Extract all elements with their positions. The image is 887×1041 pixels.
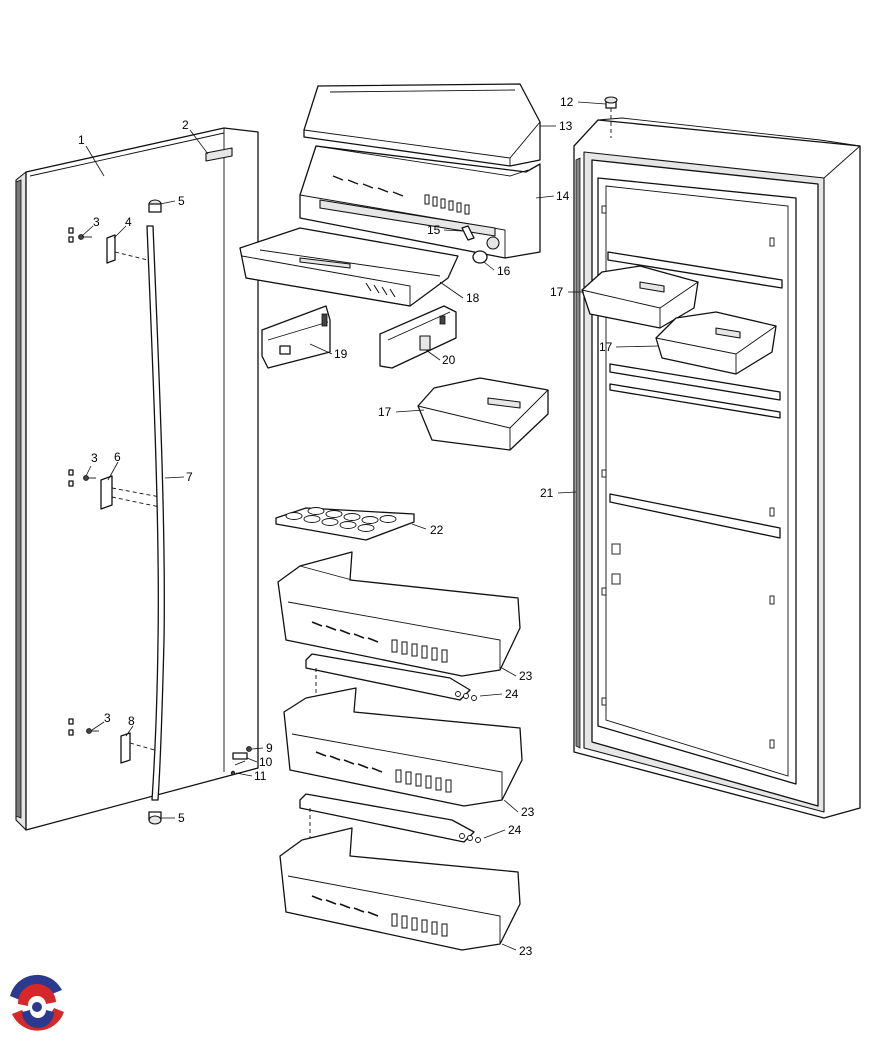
brand-logo (6, 974, 66, 1036)
callout-20: 20 (442, 353, 456, 367)
callout-labels: 1 2 3 4 5 3 6 7 3 8 5 9 10 11 12 13 14 1… (78, 95, 613, 958)
callout-15: 15 (427, 223, 441, 237)
callout-1: 1 (78, 133, 85, 147)
screw-part-3c (86, 728, 99, 734)
callout-16: 16 (497, 264, 511, 278)
callout-9: 9 (266, 741, 273, 755)
tray-part-18 (239, 227, 459, 307)
callout-14: 14 (556, 189, 570, 203)
callout-5-top: 5 (178, 194, 185, 208)
callout-12: 12 (560, 95, 574, 109)
callout-23-bottom: 23 (519, 944, 533, 958)
callout-19: 19 (334, 347, 348, 361)
callout-22: 22 (430, 523, 444, 537)
end-cap-top-part-5 (148, 199, 162, 213)
callout-3-middle: 3 (91, 451, 98, 465)
door-bin-part-23-middle (283, 687, 523, 807)
callout-4: 4 (125, 215, 132, 229)
callout-24-top: 24 (505, 687, 519, 701)
door-liner-part-21 (573, 117, 861, 819)
callout-7: 7 (186, 470, 193, 484)
shelf-bin-part-17-center (417, 377, 549, 451)
callout-18: 18 (466, 291, 480, 305)
callout-11: 11 (254, 769, 267, 783)
callout-3-top: 3 (93, 215, 100, 229)
shelf-bin-part-17-upper-right (581, 265, 699, 329)
callout-17-center: 17 (378, 405, 392, 419)
callout-10: 10 (259, 755, 273, 769)
hinge-parts-9-10-11 (230, 746, 252, 776)
knob-part-16 (472, 250, 488, 264)
callout-3-bottom: 3 (104, 711, 111, 725)
bracket-part-6 (100, 475, 113, 510)
freezer-box-part-14 (299, 145, 541, 259)
egg-tray-part-22 (275, 507, 415, 541)
callout-5-bottom: 5 (178, 811, 185, 825)
shelf-bin-part-17-lower-right (655, 311, 777, 375)
callout-17-upper-right: 17 (550, 285, 564, 299)
bracket-part-20 (379, 305, 457, 369)
callout-8: 8 (128, 714, 135, 728)
bracket-part-19 (261, 305, 331, 369)
callout-6: 6 (114, 450, 121, 464)
bin-rail-part-24-bottom (299, 793, 481, 843)
callout-24-bottom: 24 (508, 823, 522, 837)
callout-23-middle: 23 (521, 805, 535, 819)
door-bin-part-23-bottom (279, 827, 521, 951)
door-panel (15, 127, 259, 831)
door-bin-part-23-top (277, 551, 521, 677)
bin-rail-part-24-top (305, 653, 477, 701)
callout-23-top: 23 (519, 669, 533, 683)
cap-part-12 (604, 96, 618, 138)
callout-17-lower-right: 17 (599, 340, 613, 354)
pin-part-15 (461, 225, 475, 241)
callout-2: 2 (182, 118, 189, 132)
bracket-part-4 (106, 234, 116, 264)
bracket-part-8 (120, 732, 131, 764)
callout-13: 13 (559, 119, 573, 133)
leader-lines (81, 101, 659, 951)
end-cap-bottom-part-5 (148, 811, 162, 825)
callout-21: 21 (540, 486, 554, 500)
handle-bar-part-7 (146, 225, 165, 801)
freezer-door-part-13 (303, 83, 541, 167)
